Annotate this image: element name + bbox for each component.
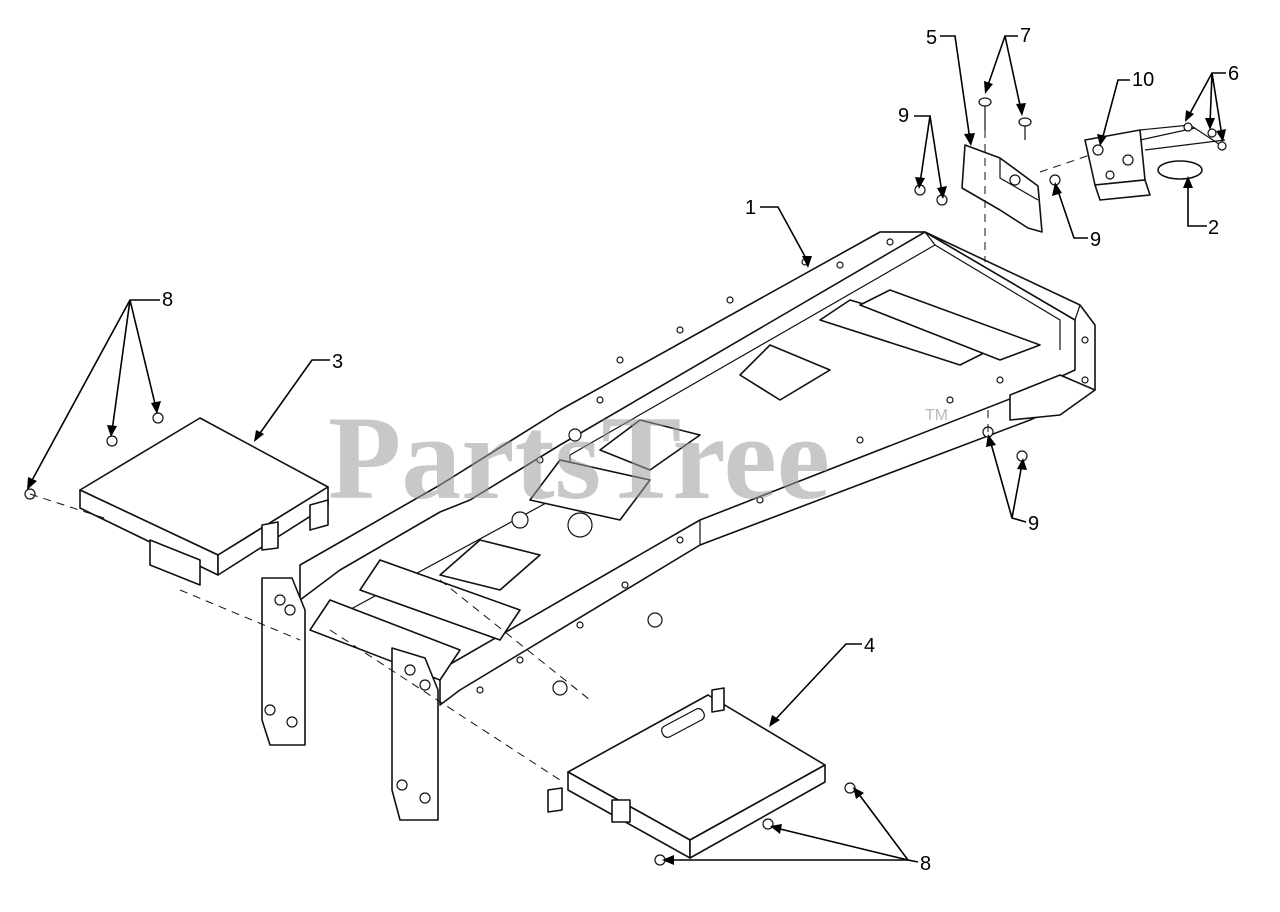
watermark-trademark: TM	[925, 407, 948, 424]
left-footrest-plate	[79, 417, 329, 586]
right-footrest-plate	[547, 687, 826, 859]
callout-9-top: 9	[898, 105, 909, 127]
callout-7: 7	[1020, 25, 1031, 47]
rear-bracket	[961, 144, 1043, 233]
pin-6	[1183, 122, 1227, 151]
fasteners	[24, 97, 1227, 866]
leader-lines	[27, 35, 1226, 865]
bolt-8-left	[24, 412, 164, 500]
frame-holes	[264, 238, 1089, 804]
callout-2: 2	[1208, 217, 1219, 239]
main-frame	[261, 231, 1096, 821]
callout-1: 1	[745, 197, 756, 219]
callout-10: 10	[1132, 69, 1154, 91]
callout-8-right: 8	[920, 853, 931, 875]
callout-9-bottom: 9	[1028, 513, 1039, 535]
watermark-text: PartsTree	[328, 391, 830, 524]
callout-6: 6	[1228, 63, 1239, 85]
callout-3: 3	[332, 351, 343, 373]
bolt-7	[978, 97, 1032, 140]
callouts: 1 2 3 4 5 6 7 8 8 9 9 9 10	[162, 25, 1239, 875]
assembly-center-lines	[29, 130, 1091, 781]
watermark: PartsTree TM	[328, 391, 948, 524]
callout-9-mid: 9	[1090, 229, 1101, 251]
callout-8-left: 8	[162, 289, 173, 311]
callout-5: 5	[926, 27, 937, 49]
callout-4: 4	[864, 635, 875, 657]
